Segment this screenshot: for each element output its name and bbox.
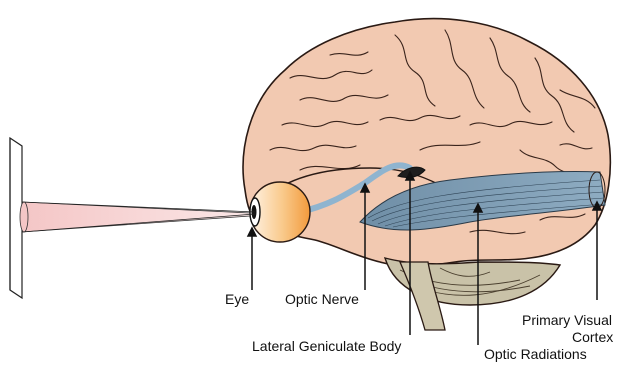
label-optic-radiations: Optic Radiations	[484, 346, 587, 362]
label-lateral-geniculate-body: Lateral Geniculate Body	[252, 338, 401, 354]
label-optic-nerve: Optic Nerve	[285, 291, 359, 307]
label-cortex: Cortex	[572, 329, 613, 345]
label-primary-visual: Primary Visual	[522, 312, 612, 328]
label-eye: Eye	[225, 291, 249, 307]
eye	[250, 182, 310, 242]
